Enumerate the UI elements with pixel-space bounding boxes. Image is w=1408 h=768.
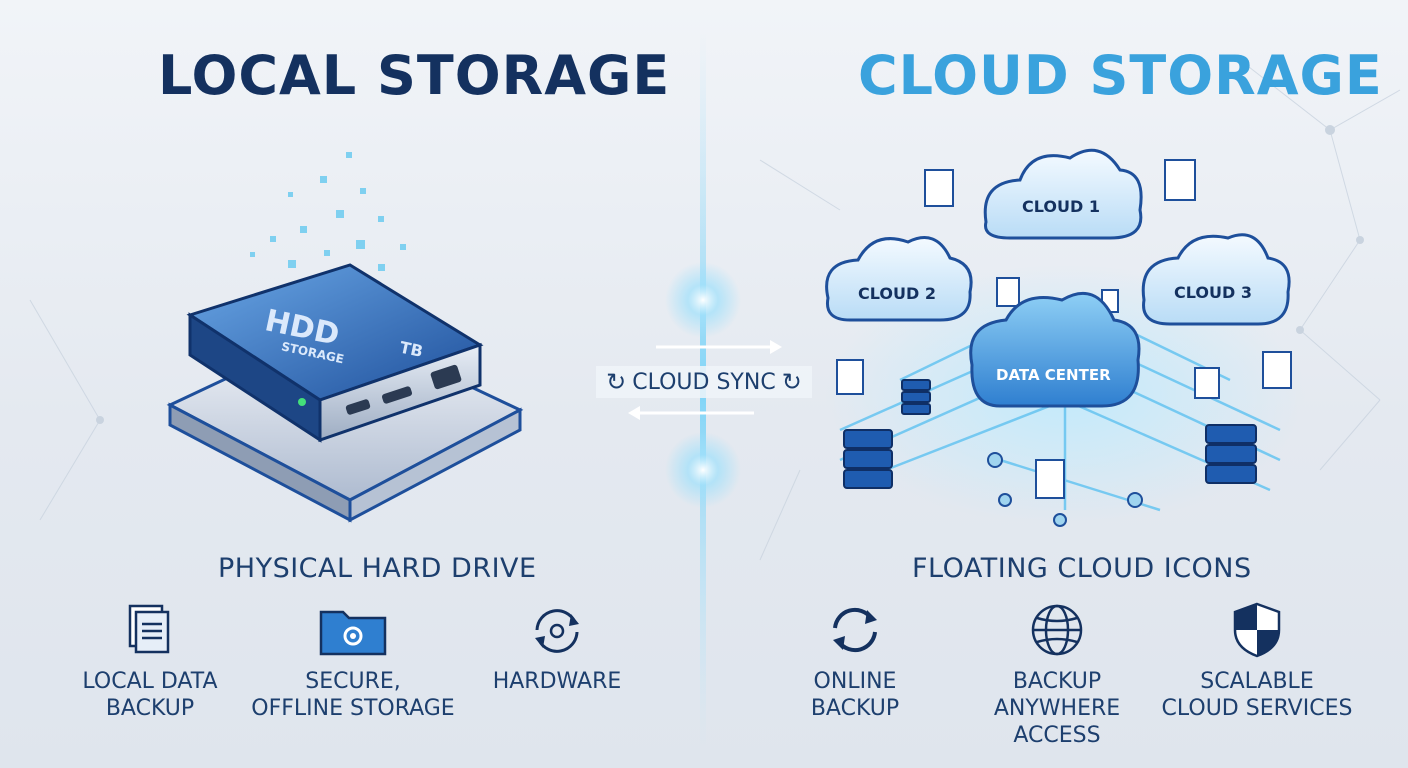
folder-gear-icon (319, 610, 387, 656)
feature-hardware: HARDWARE (447, 600, 667, 695)
cloud-storage-title: CLOUD STORAGE (858, 44, 1383, 107)
feature-label: BACKUP (810, 696, 900, 721)
cloud-network-illustration: CLOUD 1 CLOUD 2 CLOUD 3 DATA CENTER (825, 148, 1305, 527)
feature-backup-anywhere-access: BACKUP ANYWHERE ACCESS (947, 600, 1167, 749)
refresh-icon: ↻ (606, 368, 627, 396)
cloud-sync-label: ↻ CLOUD SYNC ↻ (596, 366, 812, 398)
feature-label: ANYWHERE ACCESS (993, 696, 1121, 748)
cloud-1-label: CLOUD 1 (1022, 197, 1100, 216)
feature-label: BACKUP (1012, 669, 1102, 694)
feature-scalable-cloud-services: SCALABLE CLOUD SERVICES (1147, 600, 1367, 722)
feature-label: ONLINE (813, 669, 897, 694)
globe-icon (1031, 604, 1083, 656)
feature-label: LOCAL DATA (82, 669, 218, 694)
hardware-sync-icon (535, 609, 579, 653)
hard-drive-illustration: HDD STORAGE TB (166, 152, 524, 523)
cloud-sync-text: CLOUD SYNC (632, 369, 776, 395)
cloud-2-label: CLOUD 2 (858, 284, 936, 303)
capacity-label: TB (398, 338, 425, 361)
physical-hard-drive-subtitle: PHYSICAL HARD DRIVE (218, 553, 537, 584)
cloud-3-label: CLOUD 3 (1174, 283, 1252, 302)
feature-label: OFFLINE STORAGE (251, 696, 455, 721)
refresh-icon: ↻ (781, 368, 802, 396)
sync-arrows (628, 340, 782, 420)
feature-online-backup: ONLINE BACKUP (745, 600, 965, 722)
floating-cloud-icons-subtitle: FLOATING CLOUD ICONS (912, 553, 1252, 584)
feature-local-data-backup: LOCAL DATA BACKUP (40, 600, 260, 722)
feature-label: SECURE, (305, 669, 401, 694)
feature-label: SCALABLE (1200, 669, 1314, 694)
data-center-label: DATA CENTER (996, 366, 1111, 384)
feature-label: CLOUD SERVICES (1161, 696, 1353, 721)
feature-label: HARDWARE (492, 669, 622, 694)
local-storage-title: LOCAL STORAGE (158, 44, 671, 107)
feature-label: BACKUP (105, 696, 195, 721)
shield-icon (1233, 602, 1281, 658)
feature-secure-offline-storage: SECURE, OFFLINE STORAGE (243, 600, 463, 722)
documents-icon (128, 604, 170, 654)
sync-icon (833, 607, 877, 653)
